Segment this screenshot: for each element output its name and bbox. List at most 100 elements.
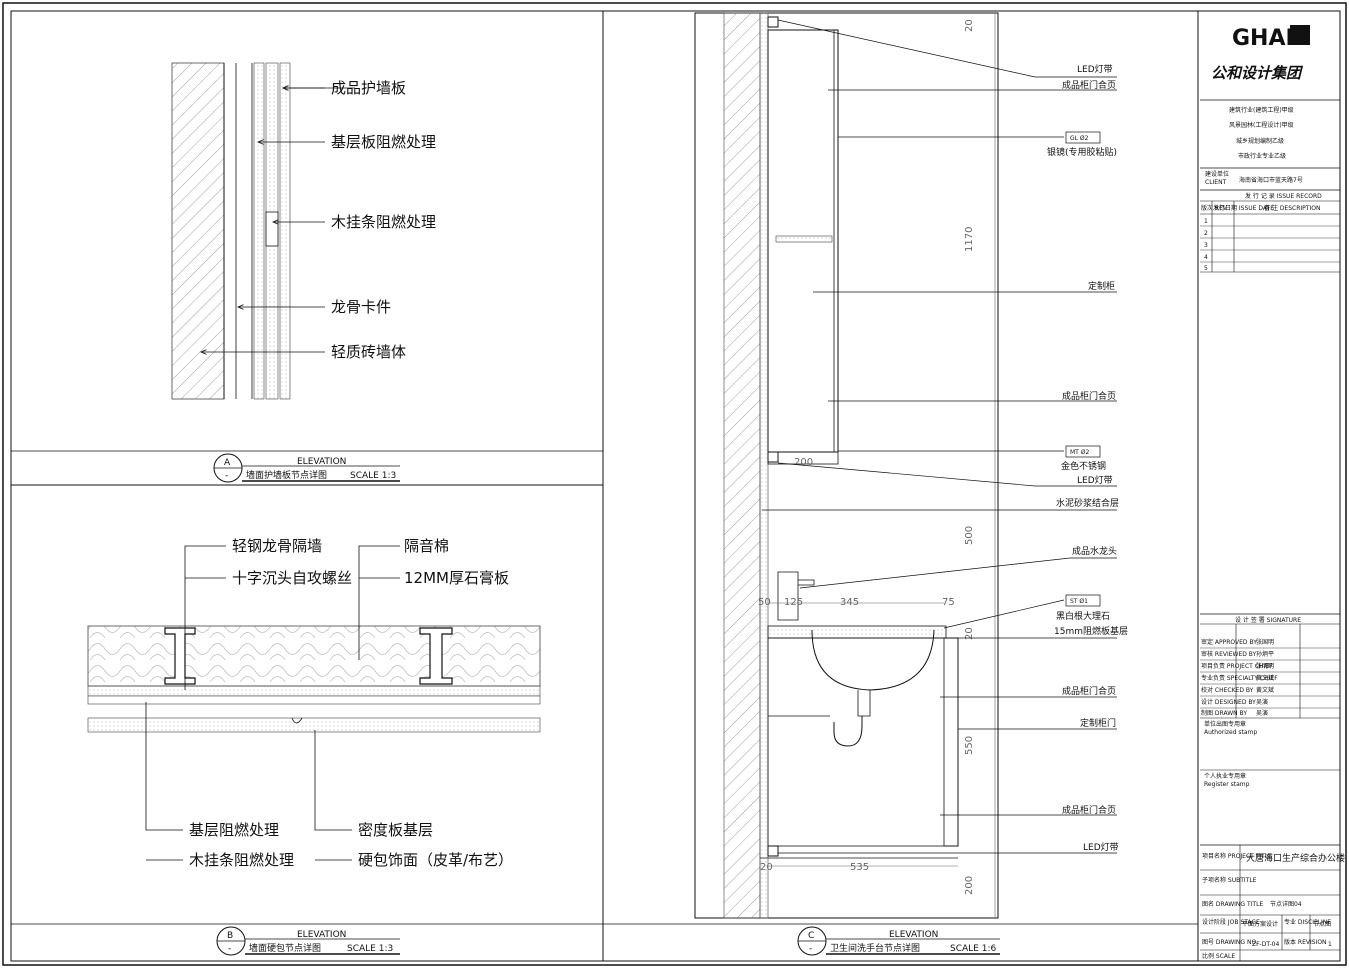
dim-550: 550	[964, 736, 975, 755]
drawing-number: ZF-DT-04	[1252, 941, 1279, 948]
panel-a-leaders	[201, 88, 325, 352]
scale-a: SCALE 1:3	[350, 471, 396, 481]
svg-text:审核 REVIEWED BY: 审核 REVIEWED BY	[1201, 650, 1257, 658]
callout-a-2: 基层板阻燃处理	[331, 133, 436, 151]
callout-b-1: 轻钢龙骨隔墙	[232, 537, 322, 555]
svg-text:CLIENT: CLIENT	[1205, 179, 1227, 186]
tag-st: ST Ø1	[1070, 598, 1088, 605]
svg-text:吴演: 吴演	[1256, 709, 1268, 717]
svg-text:20: 20	[760, 862, 773, 873]
panel-c-title: C - ELEVATION 卫生间洗手台节点详图 SCALE 1:6	[797, 926, 1000, 956]
callout-c-14: 成品柜门合页	[1062, 804, 1116, 816]
svg-text:单位出图专用章: 单位出图专用章	[1204, 720, 1246, 728]
svg-text:张明明: 张明明	[1256, 662, 1274, 670]
client-value: 海南省海口市蓝天路7号	[1239, 176, 1303, 184]
svg-text:黄文斌: 黄文斌	[1256, 686, 1274, 694]
svg-text:子项名称 SUBTITLE: 子项名称 SUBTITLE	[1202, 876, 1257, 884]
svg-text:张国明: 张国明	[1256, 638, 1274, 646]
inner-frame	[10, 10, 1341, 962]
drawing-title: 节点详图04	[1270, 900, 1302, 908]
svg-text:5: 5	[1204, 265, 1208, 272]
svg-text:建设单位: 建设单位	[1205, 170, 1229, 178]
svg-text:20: 20	[964, 19, 975, 32]
callout-c-10: 黑白根大理石	[1056, 610, 1110, 622]
svg-text:风景园林(工程设计)甲级: 风景园林(工程设计)甲级	[1229, 121, 1294, 129]
callout-c-4: 定制柜	[1088, 280, 1115, 292]
panel-c-detail	[694, 12, 999, 919]
view-b: ELEVATION	[297, 930, 346, 940]
callout-b-5: 基层阻燃处理	[189, 821, 279, 839]
company-name: 公和设计集团	[1211, 64, 1304, 82]
panel-a-title: A - ELEVATION 墙面护墙板节点详图 SCALE 1:3	[213, 453, 400, 483]
svg-text:-: -	[809, 944, 812, 954]
svg-text:设 计 签 署 SIGNATURE: 设 计 签 署 SIGNATURE	[1235, 616, 1301, 624]
dim-50: 50	[758, 597, 771, 608]
callout-c-8: 水泥砂浆结合层	[1056, 497, 1119, 509]
callout-c-5: 成品柜门合页	[1062, 390, 1116, 402]
callout-b-7: 密度板基层	[358, 821, 433, 839]
panel-b-title: B - ELEVATION 墙面硬包节点详图 SCALE 1:3	[216, 926, 400, 956]
svg-text:城乡规划编制乙级: 城乡规划编制乙级	[1236, 137, 1284, 145]
panel-a-detail	[171, 62, 355, 400]
svg-text:备 注 DESCRIPTION: 备 注 DESCRIPTION	[1264, 204, 1320, 212]
tag-mt: MT Ø2	[1070, 449, 1089, 456]
callout-c-9: 成品水龙头	[1072, 545, 1117, 557]
svg-text:版本 REVISION: 版本 REVISION	[1284, 938, 1327, 946]
svg-text:20: 20	[964, 627, 975, 640]
callout-a-3: 木挂条阻燃处理	[331, 213, 436, 231]
svg-text:版次 REV: 版次 REV	[1201, 204, 1228, 212]
svg-text:孙炳平: 孙炳平	[1256, 650, 1274, 658]
svg-text:建筑行业(建筑工程)甲级: 建筑行业(建筑工程)甲级	[1229, 106, 1294, 114]
callout-b-8: 硬包饰面（皮革/布艺）	[358, 851, 513, 869]
dim-200-bottom: 200	[964, 876, 975, 895]
dim-75: 75	[942, 597, 955, 608]
svg-text:专业负责 SPECIALTY CHIEF: 专业负责 SPECIALTY CHIEF	[1201, 674, 1278, 682]
dim-345: 345	[840, 597, 859, 608]
svg-text:图号 DRAWING NO.: 图号 DRAWING NO.	[1202, 939, 1258, 946]
svg-text:市政行业专业乙级: 市政行业专业乙级	[1238, 152, 1286, 160]
title-b: 墙面硬包节点详图	[249, 942, 321, 954]
view-c: ELEVATION	[889, 930, 938, 940]
svg-text:1: 1	[1204, 218, 1208, 225]
callout-b-3: 隔音棉	[404, 537, 449, 555]
callout-c-6: 金色不锈钢	[1061, 460, 1106, 472]
svg-text:黄文斌: 黄文斌	[1256, 674, 1274, 682]
svg-text:设计阶段 JOB STAGE: 设计阶段 JOB STAGE	[1202, 918, 1260, 926]
svg-text:图名 DRAWING TITLE: 图名 DRAWING TITLE	[1202, 900, 1263, 908]
scale-c: SCALE 1:6	[950, 944, 996, 954]
scale-b: SCALE 1:3	[347, 944, 393, 954]
callout-b-4: 12MM厚石膏板	[404, 569, 509, 587]
callout-c-7: LED灯带	[1077, 475, 1113, 486]
callout-b-6: 木挂条阻燃处理	[189, 851, 294, 869]
svg-text:Authorized stamp: Authorized stamp	[1204, 729, 1257, 736]
callout-a-4: 龙骨卡件	[331, 298, 391, 316]
svg-text:4: 4	[1204, 254, 1208, 261]
project-title: 大唐海口生产综合办公楼	[1246, 852, 1345, 864]
svg-text:制图 DRAWN BY: 制图 DRAWN BY	[1201, 709, 1247, 717]
svg-text:1: 1	[1328, 941, 1332, 948]
svg-text:-: -	[228, 944, 231, 954]
callout-c-11: 15mm阻燃板基层	[1054, 625, 1128, 637]
dim-1170: 1170	[964, 227, 975, 252]
svg-text:Register stamp: Register stamp	[1204, 781, 1250, 788]
view-a: ELEVATION	[297, 457, 346, 467]
callout-c-2: 成品柜门合页	[1062, 79, 1116, 91]
svg-text:比例 SCALE: 比例 SCALE	[1202, 952, 1235, 960]
svg-text:节点图: 节点图	[1313, 920, 1331, 928]
svg-text:项目负责 PROJECT CHIEF: 项目负责 PROJECT CHIEF	[1201, 662, 1273, 670]
title-a: 墙面护墙板节点详图	[246, 469, 327, 481]
callout-a-1: 成品护墙板	[331, 79, 406, 97]
callout-c-3: 银镜(专用胶粘贴)	[1047, 146, 1117, 158]
svg-text:C: C	[808, 931, 814, 941]
panel-c-leaders	[762, 19, 1117, 854]
svg-text:3: 3	[1204, 242, 1208, 249]
svg-text:项目名称 PROJECT TITLE: 项目名称 PROJECT TITLE	[1202, 852, 1272, 860]
title-c: 卫生间洗手台节点详图	[830, 942, 920, 954]
svg-text:校对 CHECKED BY: 校对 CHECKED BY	[1201, 686, 1254, 694]
panel-b-detail	[87, 625, 541, 733]
svg-text:-: -	[225, 471, 228, 481]
dim-500: 500	[964, 526, 975, 545]
svg-text:2: 2	[1204, 230, 1208, 237]
